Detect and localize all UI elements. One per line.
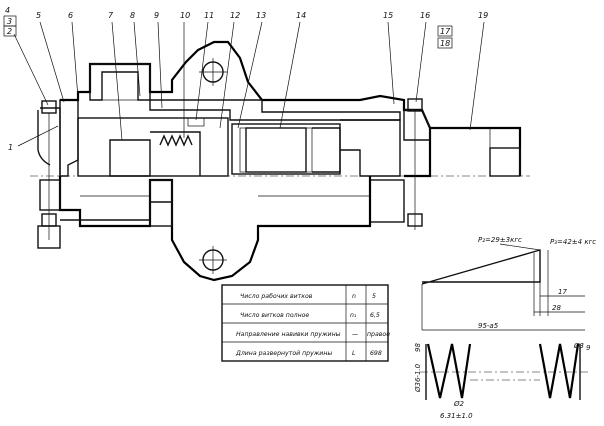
spring-characteristic: 17 28 95-a5 P₂=29±3кгс P₃=42±4 кгс bbox=[421, 236, 596, 331]
left-top-nut bbox=[41, 100, 57, 114]
spring-seat bbox=[150, 131, 201, 176]
spring-coils-right bbox=[538, 343, 580, 399]
spec-row-3-name: Направление навивки пружины bbox=[236, 331, 341, 338]
callout-numbers: 4 3 2 5 6 7 8 9 10 11 12 13 14 15 16 17 … bbox=[3, 6, 488, 152]
p3-label: P₃=42±4 кгс bbox=[550, 238, 596, 246]
left-cover bbox=[37, 107, 61, 176]
callout-17: 17 bbox=[440, 27, 451, 36]
spec-row-4-val: 698 bbox=[370, 350, 382, 357]
spec-row-2-val: 6,5 bbox=[370, 312, 380, 319]
spec-row-3-val: правое bbox=[367, 331, 390, 338]
spring-coils-left bbox=[426, 343, 472, 399]
svg-text:98: 98 bbox=[414, 343, 422, 352]
callout-4: 4 bbox=[5, 6, 10, 15]
callout-10: 10 bbox=[180, 11, 190, 20]
lower-boss bbox=[149, 179, 173, 227]
spring-view: Ø3 9 Ø2 6.31±1.0 Ø36-1.0 98 bbox=[414, 342, 591, 420]
callout-12: 12 bbox=[230, 11, 240, 20]
dim-17: 17 bbox=[558, 288, 567, 296]
small-spring bbox=[159, 134, 193, 147]
chamber-14 bbox=[231, 123, 341, 175]
dim-28: 28 bbox=[552, 304, 561, 312]
spec-table: Число рабочих витков n 5 Число витков по… bbox=[221, 284, 390, 362]
piston bbox=[109, 139, 151, 177]
rubber-element bbox=[245, 127, 307, 173]
assembly-section bbox=[30, 40, 530, 282]
callout-13: 13 bbox=[256, 11, 266, 20]
callout-9: 9 bbox=[154, 11, 159, 20]
right-rod bbox=[404, 108, 522, 178]
right-bottom-nut bbox=[407, 213, 423, 227]
filler-plug bbox=[101, 71, 139, 101]
spec-row-1-val: 5 bbox=[372, 293, 376, 300]
left-lower-boss bbox=[39, 179, 61, 211]
right-lower-block bbox=[369, 179, 405, 223]
dim-pitch: 6.31±1.0 bbox=[440, 412, 473, 420]
callout-1: 1 bbox=[8, 143, 13, 152]
right-rod-hatch bbox=[403, 109, 431, 141]
callout-3: 3 bbox=[7, 17, 12, 26]
left-bottom-cap bbox=[37, 225, 61, 249]
spec-row-4-sym: L bbox=[352, 350, 356, 357]
spec-row-2-name: Число витков полное bbox=[240, 312, 309, 319]
oil-filler-boss bbox=[89, 63, 151, 101]
p2-label: P₂=29±3кгс bbox=[478, 236, 522, 244]
callout-15: 15 bbox=[383, 11, 393, 20]
callout-2: 2 bbox=[7, 27, 12, 36]
spec-row-1-name: Число рабочих витков bbox=[240, 292, 313, 300]
housing-wall-top bbox=[149, 99, 401, 121]
left-flange bbox=[59, 99, 79, 177]
rod-end bbox=[489, 147, 521, 177]
callout-11: 11 bbox=[204, 11, 214, 20]
callout-18: 18 bbox=[440, 39, 450, 48]
dim-d2: Ø2 bbox=[453, 400, 465, 408]
lower-housing bbox=[58, 176, 372, 282]
dim-95: 95-a5 bbox=[478, 322, 499, 330]
callout-6: 6 bbox=[68, 11, 73, 20]
callout-16: 16 bbox=[420, 11, 430, 20]
spec-row-2-sym: n₁ bbox=[350, 312, 357, 319]
callout-7: 7 bbox=[108, 11, 114, 20]
callout-19: 19 bbox=[478, 11, 488, 20]
callout-5: 5 bbox=[36, 11, 41, 20]
inner-cavity bbox=[77, 117, 229, 177]
dim-9: 9 bbox=[586, 344, 591, 352]
callout-8: 8 bbox=[130, 11, 135, 20]
guide-bush bbox=[340, 119, 401, 177]
spec-row-1-sym: n bbox=[352, 293, 356, 300]
dim-d3: Ø3 bbox=[573, 342, 584, 350]
spec-row-3-sym: — bbox=[352, 331, 358, 338]
callout-leaders bbox=[13, 21, 485, 147]
dim-d36: Ø36-1.0 bbox=[414, 363, 422, 393]
piston-14 bbox=[312, 127, 341, 173]
load-diagram bbox=[421, 249, 541, 285]
spec-row-4-name: Длина развернутой пружины bbox=[235, 350, 332, 357]
callout-14: 14 bbox=[296, 11, 306, 20]
